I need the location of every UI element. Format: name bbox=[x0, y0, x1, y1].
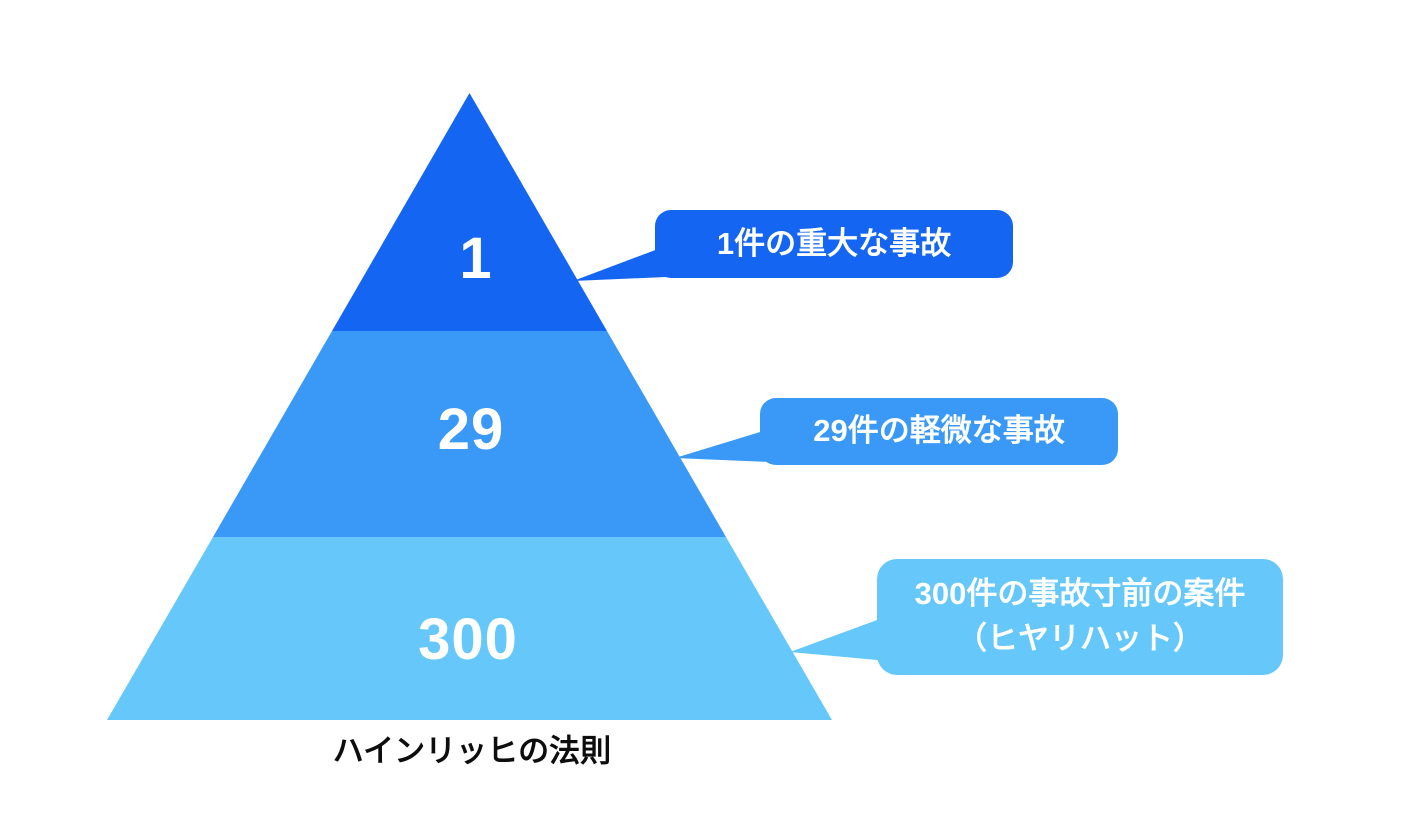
callout-minor-accident-label: 29件の軽微な事故 bbox=[813, 413, 1065, 449]
tier-value-major: 1 bbox=[459, 226, 493, 291]
callout-major-accident: 1件の重大な事故 bbox=[655, 210, 1013, 278]
callout-near-miss-label-line2: （ヒヤリハット） bbox=[956, 621, 1204, 656]
pyramid-tier-middle-shape bbox=[213, 331, 726, 537]
diagram-title: ハインリッヒの法則 bbox=[332, 733, 612, 769]
callout-pointer-middle-icon bbox=[675, 429, 770, 462]
callout-near-miss-label-line1: 300件の事故寸前の案件 bbox=[914, 576, 1246, 612]
callout-pointer-bottom-icon bbox=[790, 616, 888, 661]
callout-near-miss: 300件の事故寸前の案件 （ヒヤリハット） bbox=[877, 559, 1283, 675]
tier-value-nearmiss: 300 bbox=[418, 607, 518, 672]
callout-minor-accident: 29件の軽微な事故 bbox=[760, 398, 1118, 465]
tier-value-minor: 29 bbox=[437, 397, 505, 462]
callout-pointer-top-icon bbox=[573, 246, 666, 281]
pyramid-tier-bottom-shape bbox=[107, 537, 832, 720]
pyramid-tier-top-shape bbox=[332, 93, 607, 331]
callout-major-accident-label: 1件の重大な事故 bbox=[716, 225, 952, 261]
